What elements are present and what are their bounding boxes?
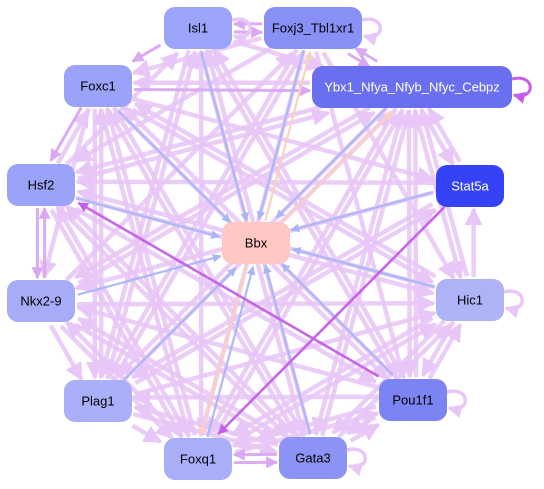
self-loop-isl1 bbox=[231, 17, 252, 47]
edge-nkx29-to-bbx bbox=[77, 253, 222, 296]
edge-gata3-to-bbx bbox=[263, 264, 312, 435]
edge-nkx29-to-ybx1 bbox=[77, 110, 376, 286]
edge-foxc1-to-hsf2 bbox=[49, 106, 83, 162]
edge-pou1f1-to-ybx1 bbox=[406, 108, 425, 378]
self-loop-foxj3 bbox=[361, 17, 382, 47]
node-box-foxq1[interactable] bbox=[164, 438, 232, 480]
self-loop-hic1 bbox=[503, 289, 524, 319]
edge-ybx1-to-bbx bbox=[275, 107, 387, 219]
node-plag1[interactable]: Plag1 bbox=[64, 380, 132, 422]
node-stat5a[interactable]: Stat5a bbox=[436, 165, 504, 207]
edge-hic1-to-gata3 bbox=[331, 319, 446, 435]
self-loop-pou1f1 bbox=[446, 389, 467, 419]
edge-gata3-to-foxc1 bbox=[112, 105, 305, 435]
node-box-bbx[interactable] bbox=[222, 222, 290, 264]
edge-stat5a-to-foxq1 bbox=[217, 205, 446, 435]
edge-hic1-to-foxc1 bbox=[133, 101, 437, 279]
node-gata3[interactable]: Gata3 bbox=[279, 437, 347, 479]
node-box-foxc1[interactable] bbox=[64, 65, 132, 107]
node-hsf2[interactable]: Hsf2 bbox=[7, 164, 75, 206]
edge-bbx-to-foxj3 bbox=[264, 50, 313, 222]
node-box-foxj3[interactable] bbox=[264, 7, 362, 49]
edge-bbx-to-foxq1 bbox=[198, 264, 248, 437]
self-loop-gata3 bbox=[346, 447, 367, 477]
node-box-gata3[interactable] bbox=[279, 437, 347, 479]
edge-foxc1-to-bbx bbox=[117, 110, 231, 223]
node-hic1[interactable]: Hic1 bbox=[436, 279, 504, 321]
node-box-hsf2[interactable] bbox=[7, 164, 75, 206]
edge-foxj3-to-bbx bbox=[256, 49, 305, 221]
edge-foxq1-to-foxc1 bbox=[102, 106, 198, 436]
edge-bbx-to-ybx1 bbox=[281, 111, 393, 223]
edge-pou1f1-to-isl1 bbox=[212, 47, 405, 377]
edge-gata3-to-nkx29 bbox=[76, 316, 280, 437]
edge-plag1-to-bbx bbox=[122, 267, 237, 381]
edge-foxq1-to-bbx bbox=[206, 265, 256, 438]
edge-hsf2-to-foxc1 bbox=[55, 108, 91, 165]
edge-foxc1-to-ybx1 bbox=[133, 84, 312, 97]
edge-hic1-to-bbx bbox=[291, 246, 436, 289]
edge-foxj3-to-ybx1 bbox=[347, 52, 371, 68]
node-ybx1[interactable]: Ybx1_Nfya_Nfyb_Nfyc_Cebpz bbox=[312, 66, 512, 108]
node-box-hic1[interactable] bbox=[436, 279, 504, 321]
edge-gata3-to-ybx1 bbox=[320, 109, 414, 437]
edge-plag1-to-foxq1 bbox=[131, 423, 163, 444]
edge-hic1-to-foxq1 bbox=[230, 316, 434, 437]
edge-pou1f1-to-nkx29 bbox=[76, 302, 379, 390]
node-bbx[interactable]: Bbx bbox=[222, 222, 290, 264]
edge-hsf2-to-bbx bbox=[75, 197, 221, 239]
edge-foxc1-to-hic1 bbox=[131, 107, 435, 285]
edge-hsf2-to-pou1f1 bbox=[74, 206, 378, 385]
edge-isl1-to-foxc1 bbox=[131, 43, 162, 63]
edge-isl1-to-bbx bbox=[199, 51, 249, 222]
node-foxj3[interactable]: Foxj3_Tbl1xr1 bbox=[264, 7, 362, 49]
node-nkx29[interactable]: Nkx2-9 bbox=[7, 280, 75, 322]
edge-pou1f1-to-hsf2 bbox=[77, 201, 380, 378]
edge-stat5a-to-bbx bbox=[290, 191, 434, 233]
node-pou1f1[interactable]: Pou1f1 bbox=[379, 379, 447, 421]
edge-plag1-to-isl1 bbox=[105, 50, 200, 380]
node-isl1[interactable]: Isl1 bbox=[164, 7, 232, 49]
edge-ybx1-to-foxj3 bbox=[354, 47, 378, 63]
edge-stat5a-to-plag1 bbox=[130, 201, 434, 380]
node-foxc1[interactable]: Foxc1 bbox=[64, 65, 132, 107]
edge-foxc1-to-stat5a bbox=[132, 96, 435, 184]
node-box-ybx1[interactable] bbox=[312, 66, 512, 108]
node-box-nkx29[interactable] bbox=[7, 280, 75, 322]
node-box-pou1f1[interactable] bbox=[379, 379, 447, 421]
node-box-plag1[interactable] bbox=[64, 380, 132, 422]
self-loop-ybx1 bbox=[511, 76, 532, 104]
node-box-stat5a[interactable] bbox=[436, 165, 504, 207]
edge-stat5a-to-hsf2 bbox=[75, 172, 435, 191]
edge-plag1-to-stat5a bbox=[134, 207, 438, 386]
node-foxq1[interactable]: Foxq1 bbox=[164, 438, 232, 480]
node-box-isl1[interactable] bbox=[164, 7, 232, 49]
edge-pou1f1-to-bbx bbox=[281, 263, 394, 376]
edge-nkx29-to-plag1 bbox=[48, 324, 84, 382]
